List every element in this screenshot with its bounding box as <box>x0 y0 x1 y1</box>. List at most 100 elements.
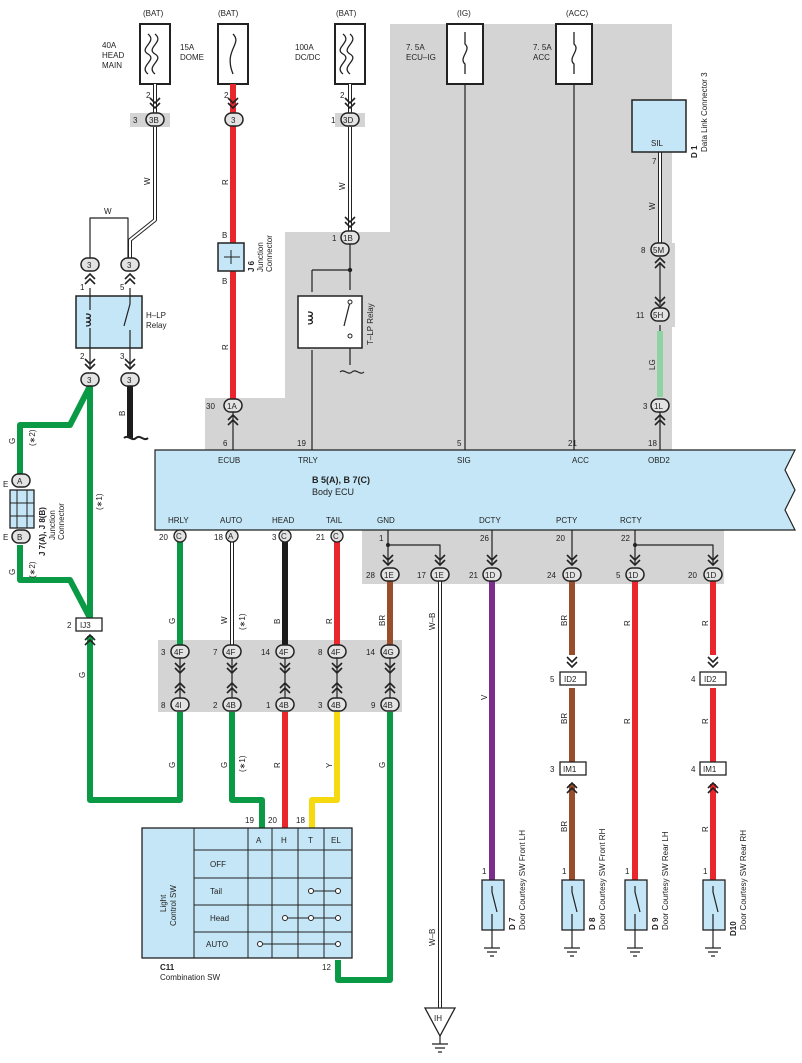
svg-text:G: G <box>168 618 177 624</box>
svg-text:11: 11 <box>636 311 645 320</box>
wire-labels-lower: G W (∗1) B R BR W–B V BR R R G G (∗1) R … <box>168 613 710 946</box>
svg-text:Junction: Junction <box>256 242 265 272</box>
svg-text:E: E <box>3 533 8 542</box>
ecu-pin-num: 5 <box>457 439 462 448</box>
svg-text:18: 18 <box>296 816 305 825</box>
svg-text:Combination SW: Combination SW <box>160 973 220 982</box>
connector-hlp-in-2 <box>120 257 140 272</box>
svg-text:Control SW: Control SW <box>169 885 178 926</box>
svg-text:2: 2 <box>224 91 229 100</box>
svg-text:T–LP Relay: T–LP Relay <box>366 303 375 345</box>
svg-text:G: G <box>168 762 177 768</box>
svg-text:R: R <box>221 344 230 350</box>
svg-text:W: W <box>104 207 112 216</box>
h-lp-relay: 3 3 1 5 H–LP Relay 2 3 3 3 <box>75 257 166 441</box>
svg-text:4B: 4B <box>226 701 236 710</box>
ecu-pin-num: 6 <box>223 439 228 448</box>
ecu-pin-num: 19 <box>297 439 306 448</box>
svg-text:J 6: J 6 <box>247 260 256 272</box>
svg-text:14: 14 <box>366 648 375 657</box>
svg-text:C11: C11 <box>160 963 175 972</box>
svg-text:5: 5 <box>616 571 621 580</box>
svg-text:EL: EL <box>331 836 341 845</box>
svg-text:15A: 15A <box>180 43 195 52</box>
svg-text:8: 8 <box>641 246 646 255</box>
svg-text:14: 14 <box>261 648 270 657</box>
svg-text:22: 22 <box>621 534 630 543</box>
svg-text:G: G <box>220 762 229 768</box>
fuses: (BAT) (BAT) (BAT) (IG) (ACC) 40A HEAD MA… <box>102 9 593 85</box>
ecu-pin-name: ECUB <box>218 456 240 465</box>
svg-text:1A: 1A <box>227 402 237 411</box>
svg-text:DOME: DOME <box>180 53 204 62</box>
svg-text:5H: 5H <box>653 311 663 320</box>
svg-text:H: H <box>281 836 287 845</box>
connector-3d <box>340 112 360 127</box>
svg-text:Connector: Connector <box>265 235 274 272</box>
ecu-pin-name: DCTY <box>479 516 501 525</box>
svg-text:R: R <box>701 620 710 626</box>
door-switch-rear-rh: 1 D10 Door Courtesy SW Rear RH <box>702 830 748 957</box>
svg-text:(∗1): (∗1) <box>95 493 104 510</box>
svg-text:R: R <box>325 618 334 624</box>
svg-text:21: 21 <box>469 571 478 580</box>
svg-text:AUTO: AUTO <box>206 940 228 949</box>
svg-text:3: 3 <box>133 116 138 125</box>
top-connectors: 3B 3 2 3 2 3D 1 2 1B 1 1A 30 SIL 7 D 1 D… <box>133 72 709 426</box>
connector-ij3 <box>75 617 103 632</box>
ecu-bottom-pins: 20 C 18 A 3 C 21 C 1 26 20 22 <box>159 529 719 566</box>
connector-5m <box>650 242 670 257</box>
svg-text:20: 20 <box>159 533 168 542</box>
connectors-row2: 4F 3 4F 7 4F 14 4F 8 4G 14 4I 8 4B 2 4B … <box>161 644 400 712</box>
fuse-ig-label: (IG) <box>457 9 471 18</box>
fuse-acc-label: (ACC) <box>566 9 589 18</box>
svg-text:T: T <box>308 836 313 845</box>
svg-text:21: 21 <box>316 533 325 542</box>
svg-text:Data Link Connector 3: Data Link Connector 3 <box>700 72 709 152</box>
svg-text:ID2: ID2 <box>564 675 577 684</box>
svg-text:D 7: D 7 <box>508 917 517 930</box>
connectors-row1: 1E 28 1E 17 1D 21 1D 24 1D 5 1D 20 <box>366 567 723 582</box>
ecu-pin-num: 18 <box>648 439 657 448</box>
svg-text:W: W <box>338 182 347 190</box>
svg-text:R: R <box>273 762 282 768</box>
svg-text:7. 5A: 7. 5A <box>533 43 552 52</box>
svg-text:2: 2 <box>67 621 72 630</box>
svg-text:R: R <box>701 718 710 724</box>
fuse-bat-label: (BAT) <box>143 9 164 18</box>
svg-text:20: 20 <box>688 571 697 580</box>
body-ecu: B 5(A), B 7(C) Body ECU ECUB TRLY SIG AC… <box>154 439 796 531</box>
svg-text:3: 3 <box>550 765 555 774</box>
svg-text:C: C <box>176 532 182 541</box>
svg-text:Head: Head <box>210 914 229 923</box>
door-switch-front-rh: 1 D 8 Door Courtesy SW Front RH <box>561 828 607 957</box>
svg-text:H–LP: H–LP <box>146 311 166 320</box>
svg-text:3: 3 <box>87 376 92 385</box>
ecu-pin-name: ACC <box>572 456 589 465</box>
svg-text:R: R <box>701 826 710 832</box>
svg-text:W: W <box>143 177 152 185</box>
svg-text:MAIN: MAIN <box>102 61 122 70</box>
ecu-pin-name: GND <box>377 516 395 525</box>
connector-a <box>11 473 31 488</box>
svg-text:W: W <box>220 616 229 624</box>
ecu-pin-num: 21 <box>568 439 577 448</box>
svg-text:3: 3 <box>272 533 277 542</box>
svg-text:J 7(A), J 8(B): J 7(A), J 8(B) <box>38 507 47 556</box>
svg-text:ACC: ACC <box>533 53 550 62</box>
svg-text:1: 1 <box>332 234 337 243</box>
svg-text:4F: 4F <box>279 648 288 657</box>
svg-text:19: 19 <box>245 816 254 825</box>
svg-text:28: 28 <box>366 571 375 580</box>
svg-text:3: 3 <box>161 648 166 657</box>
ecu-pin-name: PCTY <box>556 516 578 525</box>
svg-text:2: 2 <box>146 91 151 100</box>
svg-text:(∗2): (∗2) <box>28 429 37 446</box>
ecu-pin-name: OBD2 <box>648 456 670 465</box>
svg-text:7: 7 <box>652 157 657 166</box>
svg-text:18: 18 <box>214 533 223 542</box>
svg-text:Tail: Tail <box>210 887 222 896</box>
svg-text:7. 5A: 7. 5A <box>406 43 425 52</box>
svg-text:4G: 4G <box>383 648 394 657</box>
